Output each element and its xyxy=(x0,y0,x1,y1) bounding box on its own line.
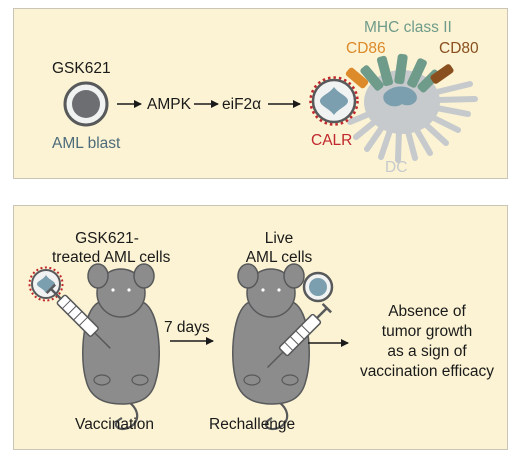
cd80-receptor xyxy=(430,64,454,84)
aml-blast-cell xyxy=(63,81,109,127)
cd86-label: CD86 xyxy=(346,40,386,57)
treated-cells-label: GSK621- treated AML cells xyxy=(52,229,170,267)
outcome-label-line4: vaccination efficacy xyxy=(359,363,495,380)
eif2a-label: eiF2α xyxy=(222,96,262,113)
ampk-label: AMPK xyxy=(147,96,191,113)
treated-cells-label-line2: treated AML cells xyxy=(52,249,171,266)
live-cells-label: Live AML cells xyxy=(224,229,334,267)
cd80-label: CD80 xyxy=(439,40,479,57)
drug-label: GSK621 xyxy=(52,60,111,77)
treated-cells-label-line1: GSK621- xyxy=(75,230,139,247)
mouse-rechallenge xyxy=(232,263,310,431)
live-aml-cell-icon xyxy=(302,271,334,303)
calr-exposing-cell xyxy=(309,76,359,126)
outcome-label-line2: tumor growth xyxy=(381,323,473,340)
outcome-label-line3: as a sign of xyxy=(387,343,467,360)
cd86-receptor xyxy=(345,67,369,89)
mhc-class-ii-label: MHC class II xyxy=(364,19,452,36)
rechallenge-label: Rechallenge xyxy=(209,416,296,433)
aml-blast-label: AML blast xyxy=(52,135,121,152)
mouse-vaccination xyxy=(82,263,160,431)
dc-label: DC xyxy=(385,159,408,176)
syringe-vaccination xyxy=(45,283,111,349)
interval-label: 7 days xyxy=(164,319,210,336)
calr-label: CALR xyxy=(311,132,353,149)
outcome-label: Absence of tumor growth as a sign of vac… xyxy=(352,302,502,382)
vaccination-label: Vaccination xyxy=(75,416,154,433)
live-cells-label-line1: Live xyxy=(264,230,294,247)
outcome-label-line1: Absence of xyxy=(388,303,466,320)
syringe-rechallenge xyxy=(266,303,332,369)
live-cells-label-line2: AML cells xyxy=(245,249,313,266)
